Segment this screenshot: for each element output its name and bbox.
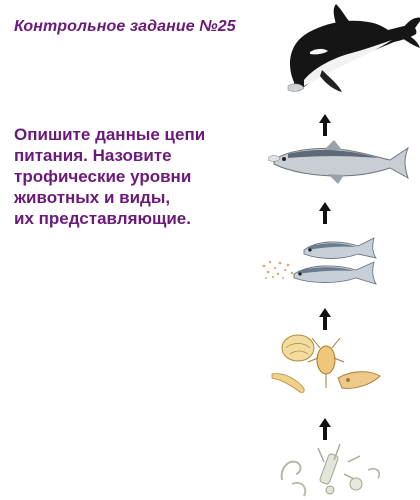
arrow-up-icon bbox=[319, 114, 331, 136]
task-text: Опишите данные цепи питания. Назовите тр… bbox=[14, 124, 254, 229]
arrow-up-icon bbox=[319, 308, 331, 330]
task-line: их представляющие. bbox=[14, 209, 191, 228]
zooplankton-icon bbox=[271, 334, 381, 393]
task-line: Опишите данные цепи bbox=[14, 125, 206, 144]
arrow-up-icon bbox=[319, 418, 331, 440]
task-line: питания. Назовите bbox=[14, 146, 172, 165]
page-title: Контрольное задание №25 bbox=[14, 18, 236, 35]
task-line: животных и виды, bbox=[14, 188, 171, 207]
orca-icon bbox=[287, 4, 420, 92]
predatory-fish-icon bbox=[268, 140, 410, 184]
phytoplankton-icon bbox=[280, 443, 381, 497]
task-line: трофические уровни bbox=[14, 167, 192, 186]
food-chain bbox=[256, 0, 420, 500]
arrow-up-icon bbox=[319, 202, 331, 224]
small-fish-school-icon bbox=[262, 237, 377, 285]
